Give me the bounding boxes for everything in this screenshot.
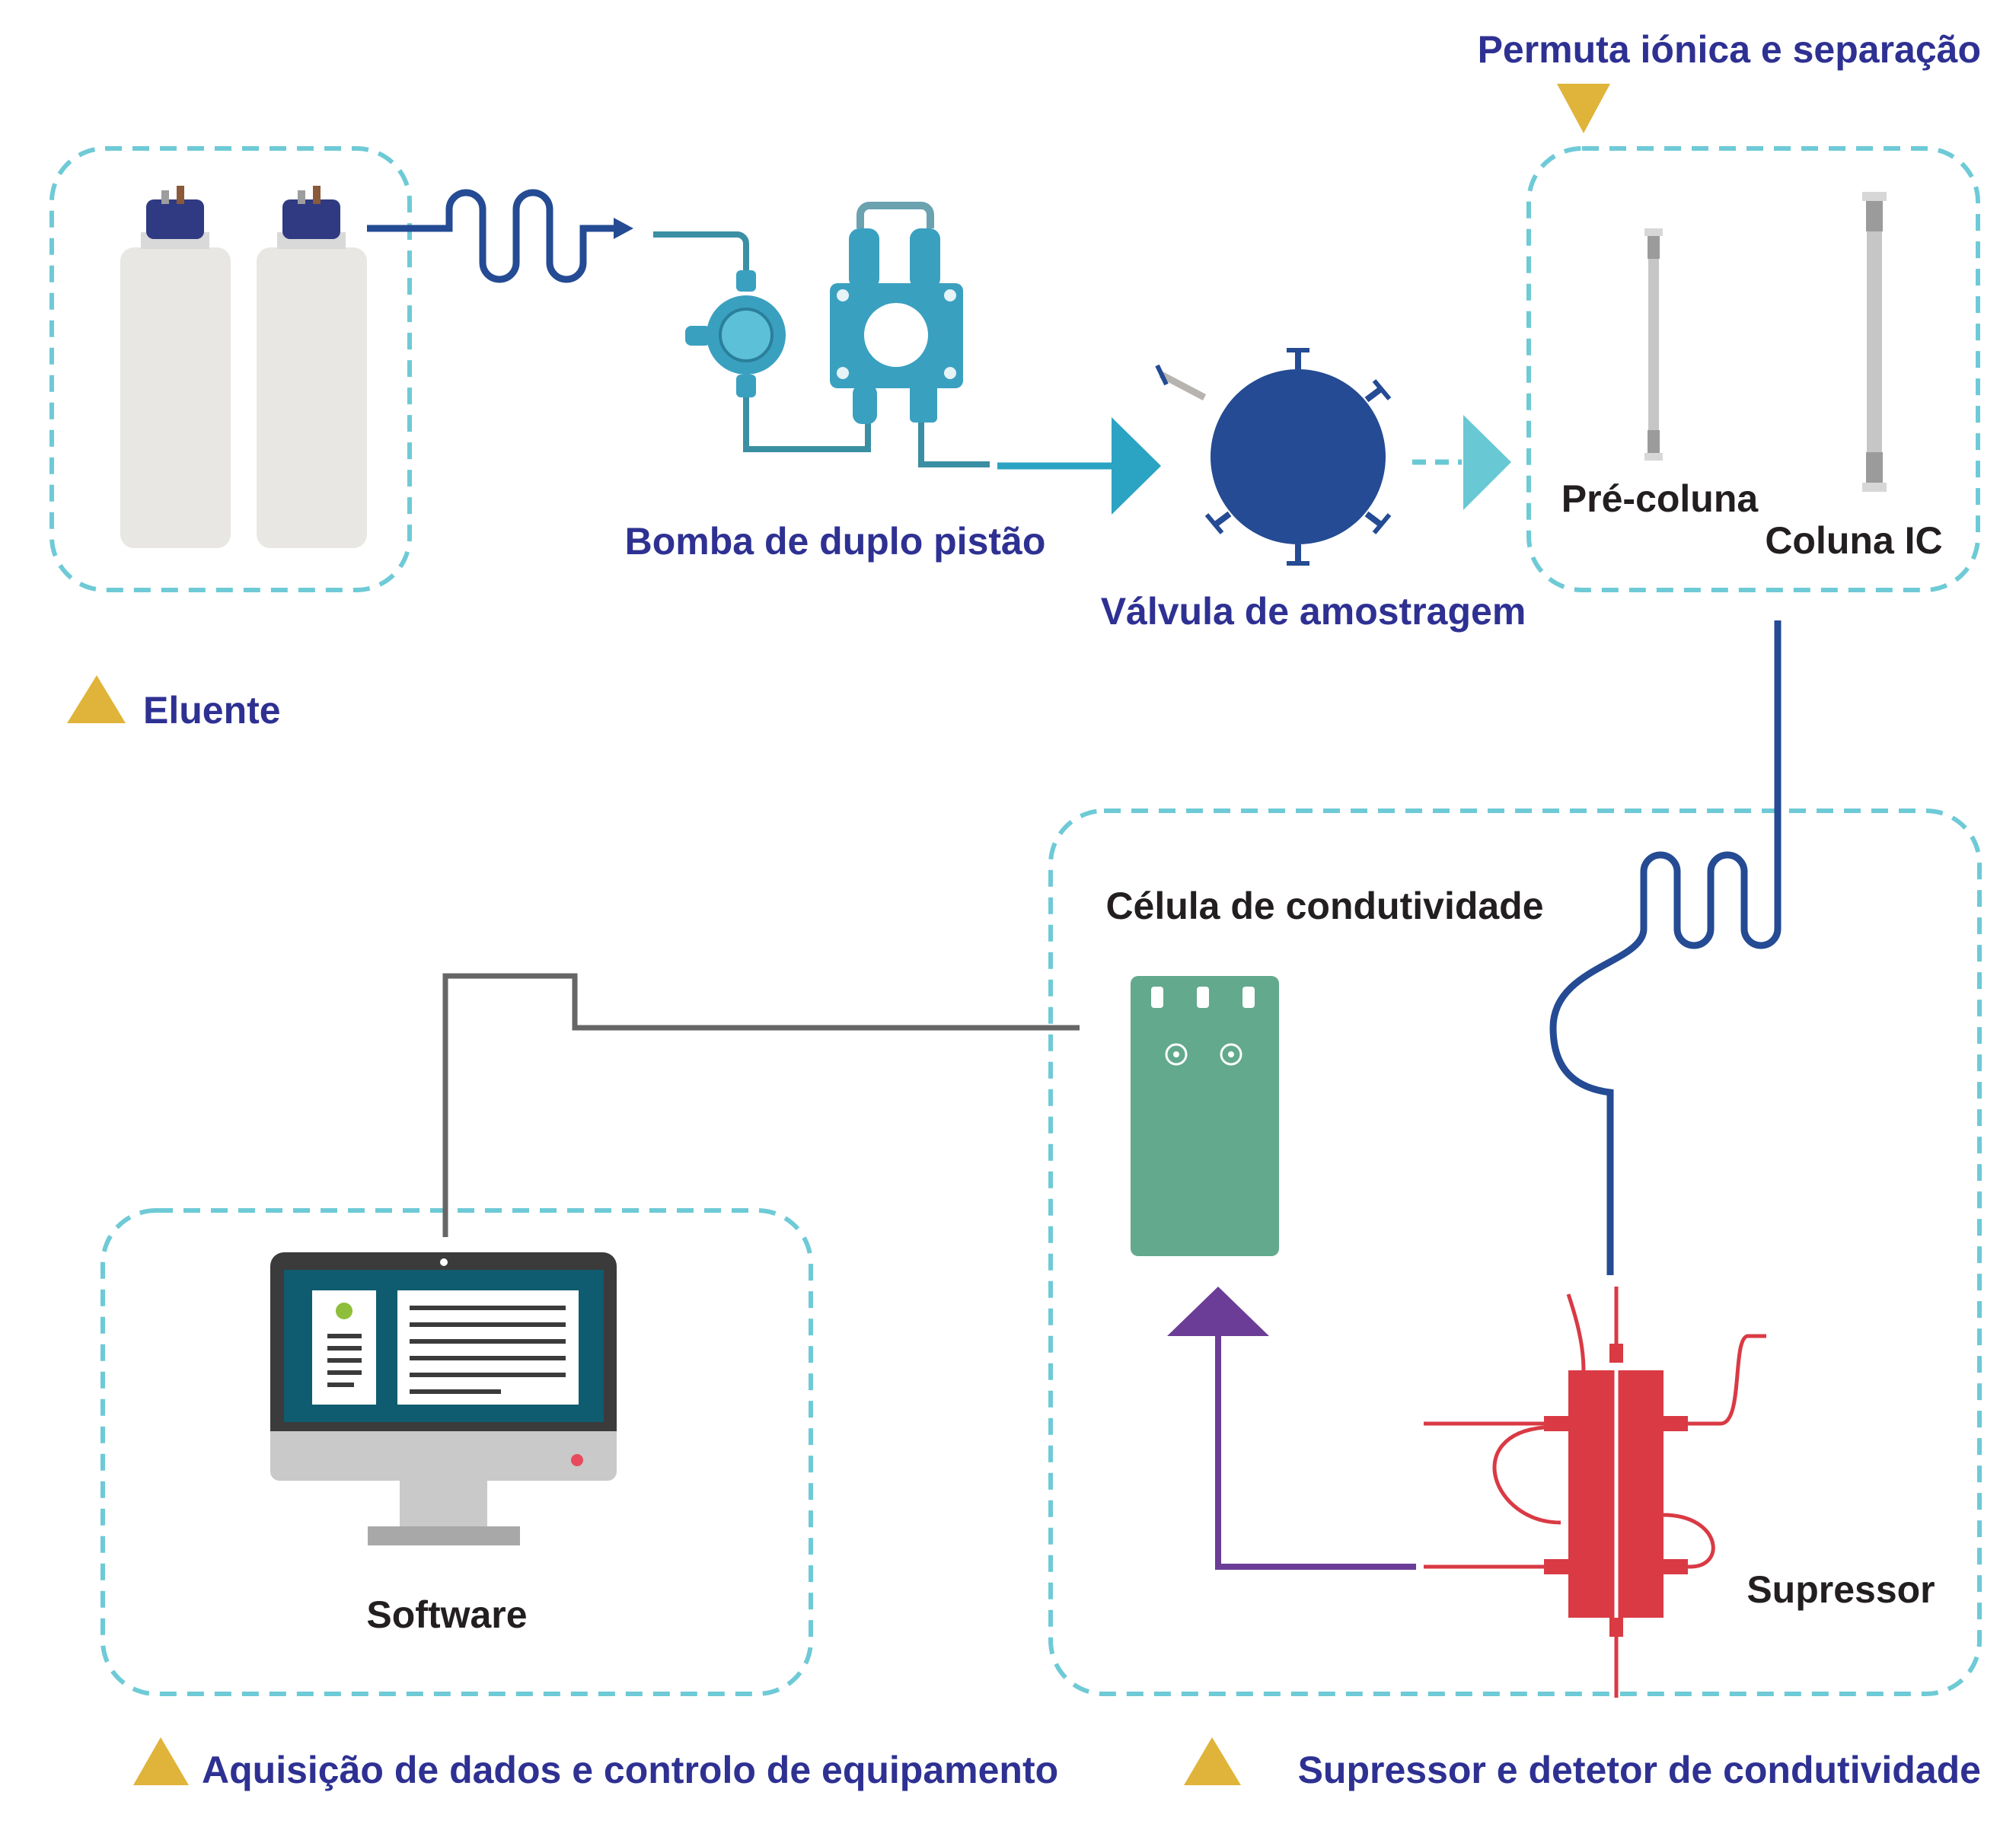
eluent-tubing xyxy=(367,189,617,283)
precolumn-label: Pré-coluna xyxy=(1561,477,1759,520)
injection-valve-icon xyxy=(1155,348,1392,566)
pump-icon xyxy=(653,202,990,467)
eluent-box xyxy=(49,146,412,592)
flow-arrow xyxy=(1167,1287,1269,1336)
triangle-marker-icon xyxy=(133,1737,189,1785)
flow-arrow xyxy=(1112,417,1161,515)
triangle-marker-icon xyxy=(1557,84,1610,133)
ion-exchange-title: Permuta iónica e separação xyxy=(1478,28,1981,71)
suppressor-icon xyxy=(1424,1287,1766,1698)
suppressor-detector-label: Supressor e detetor de condutividade xyxy=(1298,1749,1981,1791)
bottle-icon xyxy=(257,186,367,548)
column-icon xyxy=(1862,192,1887,492)
conductivity-cell-label: Célula de condutividade xyxy=(1105,885,1543,927)
column-outlet-tubing xyxy=(1549,620,1782,1275)
bottle-icon xyxy=(120,186,231,548)
signal-cable xyxy=(442,973,1080,1237)
triangle-marker-icon xyxy=(1184,1737,1241,1785)
triangle-marker-icon xyxy=(67,675,126,723)
conductivity-cell-icon xyxy=(1131,976,1279,1256)
ic-column-label: Coluna IC xyxy=(1765,519,1942,562)
cell-inlet-line xyxy=(1215,1332,1416,1570)
data-acquisition-label: Aquisição de dados e controlo de equipam… xyxy=(202,1749,1058,1791)
valve-label: Válvula de amostragem xyxy=(1101,590,1526,633)
suppressor-label: Supressor xyxy=(1746,1568,1935,1611)
detector-box xyxy=(1048,808,1982,1696)
separation-box xyxy=(1526,146,1980,592)
eluent-label: Eluente xyxy=(143,689,281,732)
software-label: Software xyxy=(366,1593,527,1636)
pump-label: Bomba de duplo pistão xyxy=(625,520,1046,563)
arrow-head xyxy=(614,218,633,239)
column-icon xyxy=(1644,228,1663,461)
monitor-icon xyxy=(270,1252,617,1545)
flow-arrow xyxy=(1463,415,1511,510)
